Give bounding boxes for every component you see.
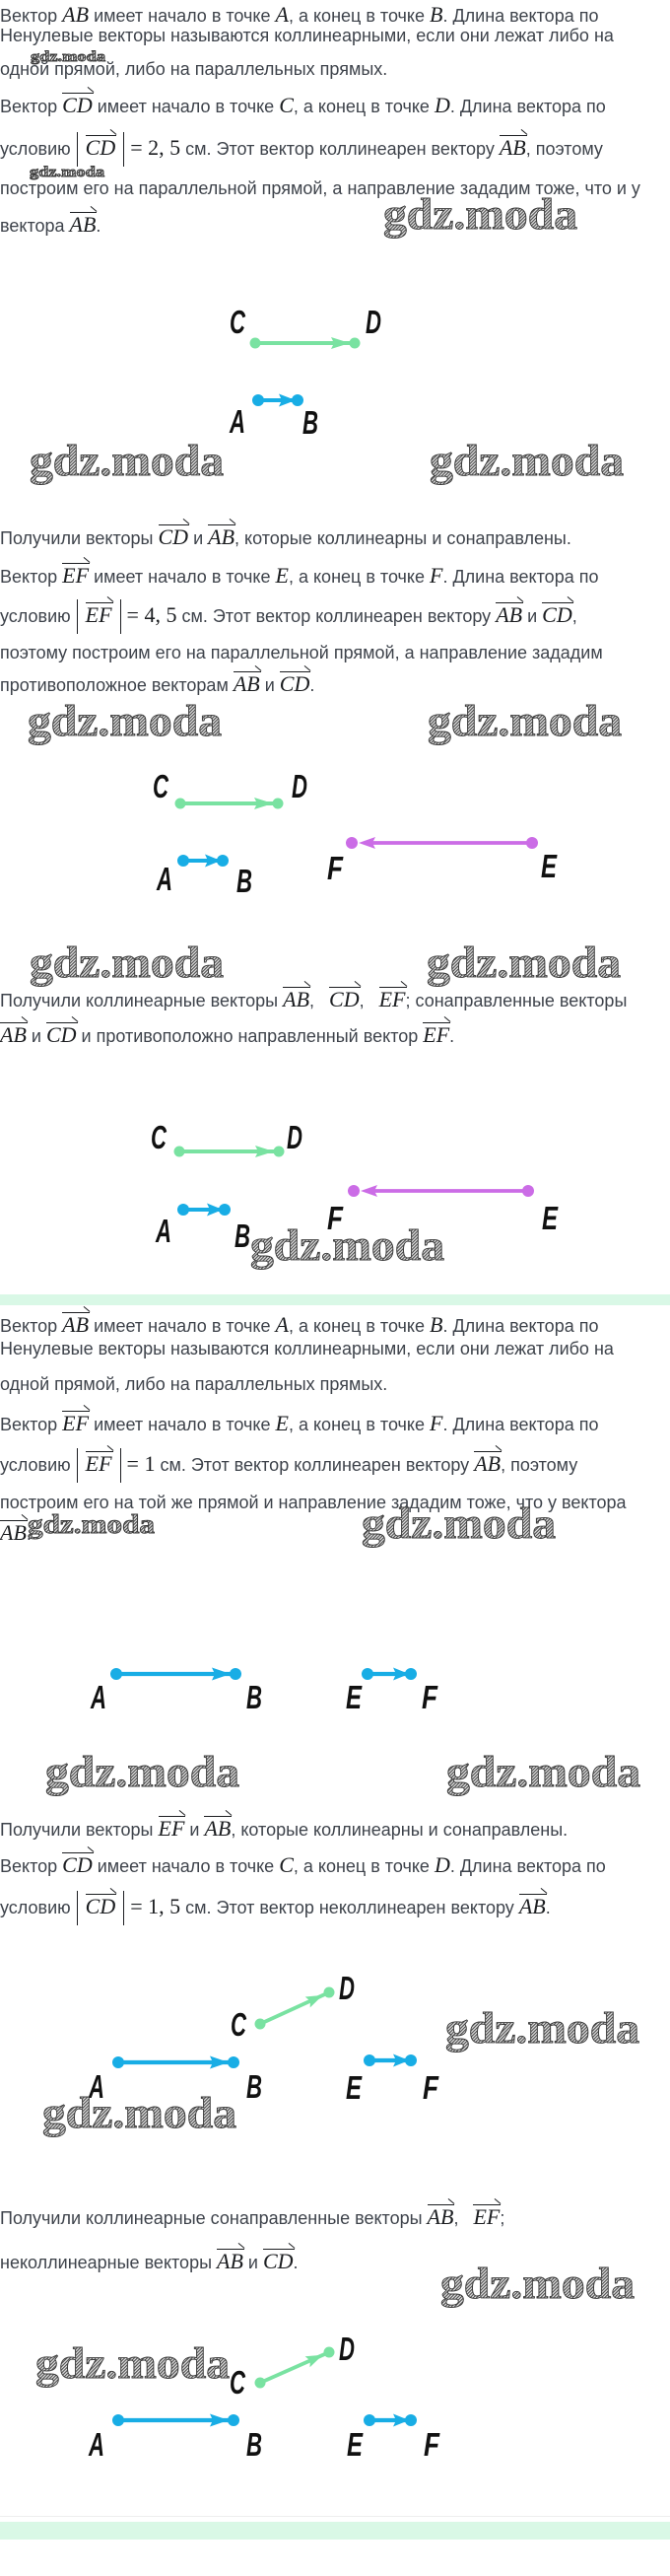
svg-text:D: D — [292, 768, 307, 804]
svg-text:gdz.moda: gdz.moda — [42, 2089, 236, 2137]
svg-text:A: A — [156, 861, 172, 897]
svg-text:E: E — [541, 848, 558, 884]
svg-text:F: F — [327, 850, 344, 886]
svg-text:A: A — [155, 1213, 171, 1249]
svg-text:D: D — [287, 1119, 302, 1155]
svg-text:E: E — [346, 2069, 363, 2106]
svg-text:F: F — [422, 1679, 438, 1715]
svg-text:D: D — [366, 304, 381, 340]
svg-text:C: C — [151, 1119, 168, 1155]
svg-text:F: F — [424, 2426, 440, 2463]
svg-text:B: B — [246, 1679, 262, 1715]
svg-text:gdz.moda: gdz.moda — [440, 2260, 635, 2308]
svg-text:F: F — [423, 2069, 439, 2106]
svg-text:gdz.moda: gdz.moda — [31, 49, 106, 65]
svg-text:gdz.moda: gdz.moda — [30, 437, 224, 485]
svg-text:E: E — [346, 1679, 363, 1715]
svg-text:gdz.moda: gdz.moda — [362, 1499, 556, 1548]
svg-text:C: C — [231, 2006, 247, 2043]
svg-text:A: A — [88, 2068, 104, 2105]
svg-text:D: D — [339, 1970, 355, 2006]
svg-text:F: F — [327, 1200, 344, 1236]
svg-text:gdz.moda: gdz.moda — [383, 190, 577, 239]
svg-text:gdz.moda: gdz.moda — [445, 2004, 639, 2053]
svg-text:C: C — [230, 304, 246, 340]
svg-text:E: E — [542, 1200, 559, 1236]
svg-text:A: A — [88, 2426, 104, 2463]
svg-text:gdz.moda: gdz.moda — [28, 1509, 156, 1539]
svg-text:gdz.moda: gdz.moda — [30, 165, 105, 180]
svg-text:E: E — [347, 2426, 364, 2463]
svg-text:gdz.moda: gdz.moda — [45, 1748, 239, 1796]
svg-text:gdz.moda: gdz.moda — [30, 939, 224, 987]
svg-text:gdz.moda: gdz.moda — [250, 1221, 444, 1270]
svg-text:gdz.moda: gdz.moda — [428, 697, 622, 745]
svg-text:A: A — [229, 403, 245, 440]
svg-text:C: C — [153, 768, 169, 804]
svg-text:gdz.moda: gdz.moda — [430, 437, 624, 485]
svg-text:D: D — [339, 2331, 355, 2367]
svg-text:gdz.moda: gdz.moda — [35, 2339, 230, 2388]
svg-text:gdz.moda: gdz.moda — [446, 1748, 640, 1796]
svg-text:B: B — [234, 1218, 250, 1254]
svg-text:C: C — [230, 2364, 246, 2401]
svg-text:gdz.moda: gdz.moda — [28, 697, 222, 745]
svg-text:B: B — [302, 404, 318, 441]
svg-text:gdz.moda: gdz.moda — [427, 939, 621, 987]
svg-text:B: B — [246, 2068, 262, 2105]
svg-text:B: B — [246, 2426, 262, 2463]
svg-text:B: B — [236, 863, 252, 899]
svg-text:A: A — [90, 1679, 106, 1715]
